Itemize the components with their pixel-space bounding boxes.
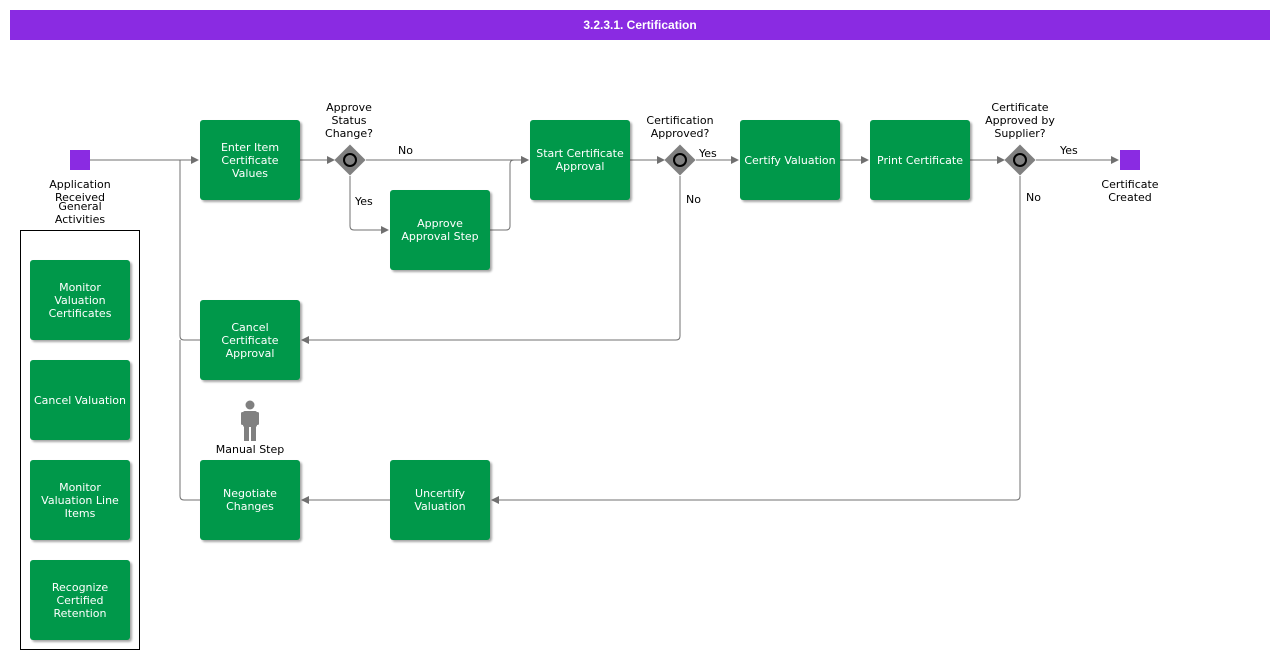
flow-approve-to-start (490, 156, 529, 231)
task-cancel-certificate-approval[interactable]: Cancel Certificate Approval (200, 300, 300, 380)
task-negotiate-changes[interactable]: Negotiate Changes (200, 460, 300, 540)
task-uncertify-valuation[interactable]: Uncertify Valuation (390, 460, 490, 540)
flow-g3-no (491, 176, 1021, 504)
edge-label-g3-no: No (1026, 191, 1041, 204)
start-event-label: Application Received (49, 178, 111, 204)
task-cancel-valuation[interactable]: Cancel Valuation (30, 360, 130, 440)
gateway-approve-status[interactable] (334, 144, 366, 176)
gateway-certification-approved[interactable] (664, 144, 696, 176)
flow-cancel-loop (179, 160, 200, 341)
gateway-certification-approved-label: Certification Approved? (646, 114, 714, 140)
task-print-certificate[interactable]: Print Certificate (870, 120, 970, 200)
start-event[interactable] (70, 150, 90, 170)
task-monitor-valuation-certificates[interactable]: Monitor Valuation Certificates (30, 260, 130, 340)
manual-step-person-icon (241, 400, 259, 441)
manual-step-label: Manual Step (215, 443, 285, 456)
edge-label-g1-no: No (398, 144, 413, 157)
flow-g1-yes (349, 176, 389, 234)
task-enter-item-certificate-values[interactable]: Enter Item Certificate Values (200, 120, 300, 200)
task-start-certificate-approval[interactable]: Start Certificate Approval (530, 120, 630, 200)
task-approve-approval-step[interactable]: Approve Approval Step (390, 190, 490, 270)
diagram-title: 3.2.3.1. Certification (10, 10, 1270, 40)
end-event[interactable] (1120, 150, 1140, 170)
task-recognize-certified-retention[interactable]: Recognize Certified Retention (30, 560, 130, 640)
edge-label-g3-yes: Yes (1060, 144, 1078, 157)
edge-label-g2-no: No (686, 193, 701, 206)
flow-g2-no (301, 176, 681, 344)
gateway-supplier-approved-label: Certificate Approved by Supplier? (985, 101, 1055, 140)
task-monitor-valuation-line-items[interactable]: Monitor Valuation Line Items (30, 460, 130, 540)
edge-label-g1-yes: Yes (355, 195, 373, 208)
general-activities-group (20, 230, 140, 650)
gateway-approve-status-label: Approve Status Change? (325, 101, 373, 140)
flow-negotiate-loop (179, 340, 200, 501)
general-activities-title: General Activities (54, 200, 106, 226)
gateway-supplier-approved[interactable] (1004, 144, 1036, 176)
end-event-label: Certificate Created (1101, 178, 1159, 204)
edge-label-g2-yes: Yes (699, 147, 717, 160)
task-certify-valuation[interactable]: Certify Valuation (740, 120, 840, 200)
